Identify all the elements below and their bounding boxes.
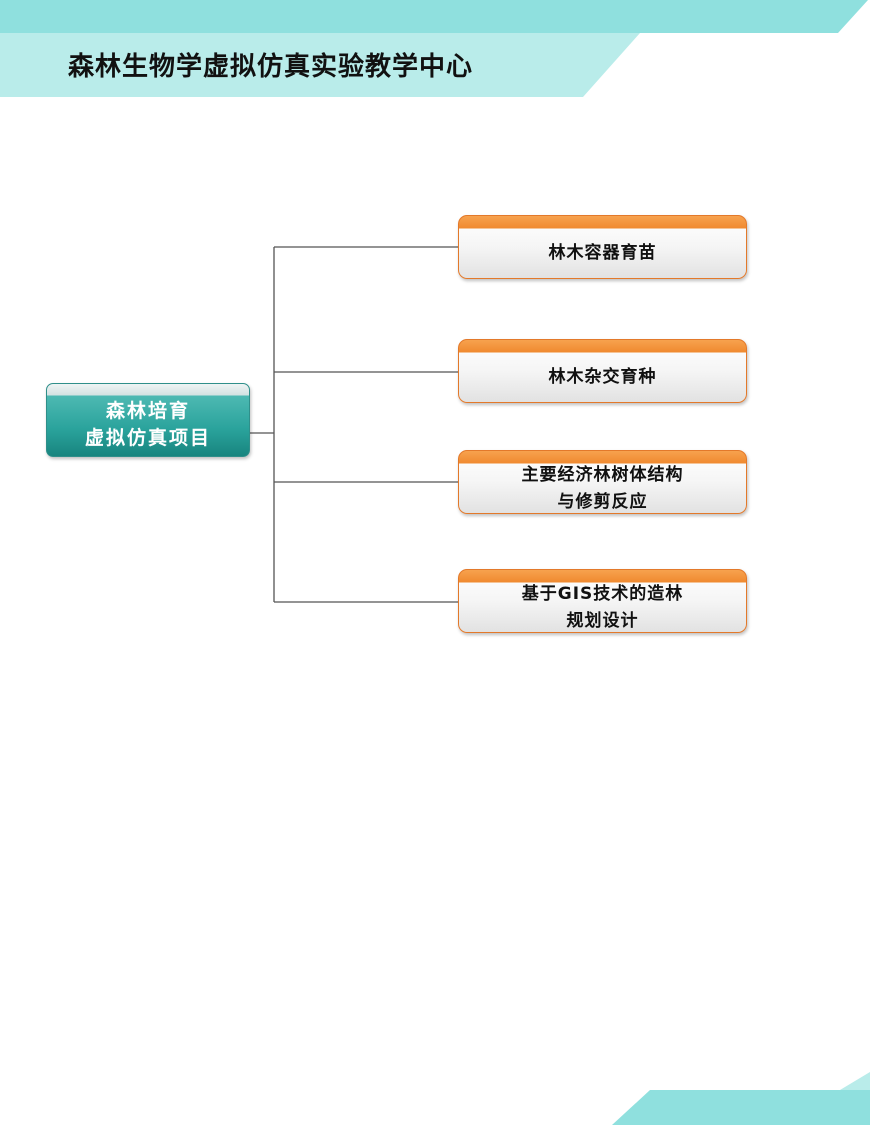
- child-node-label: 林木杂交育种: [548, 367, 657, 387]
- child-node-2: 林木杂交育种: [458, 339, 747, 403]
- root-node-label: 森林培育 虚拟仿真项目: [84, 400, 211, 449]
- footer-band: [612, 1090, 870, 1125]
- child-node-label: 主要经济林树体结构 与修剪反应: [521, 464, 684, 512]
- child-node-1: 林木容器育苗: [458, 215, 747, 279]
- child-node-4: 基于GIS技术的造林 规划设计: [458, 569, 747, 633]
- page-title: 森林生物学虚拟仿真实验教学中心: [68, 52, 474, 82]
- connector-lines: [250, 246, 458, 603]
- child-node-label: 基于GIS技术的造林 规划设计: [521, 583, 684, 631]
- header-band-top: [0, 0, 868, 33]
- footer-band-light: [840, 1072, 870, 1090]
- root-node: 森林培育 虚拟仿真项目: [46, 383, 250, 457]
- child-node-3: 主要经济林树体结构 与修剪反应: [458, 450, 747, 514]
- header-band-main: [0, 33, 640, 97]
- child-node-label: 林木容器育苗: [548, 243, 657, 263]
